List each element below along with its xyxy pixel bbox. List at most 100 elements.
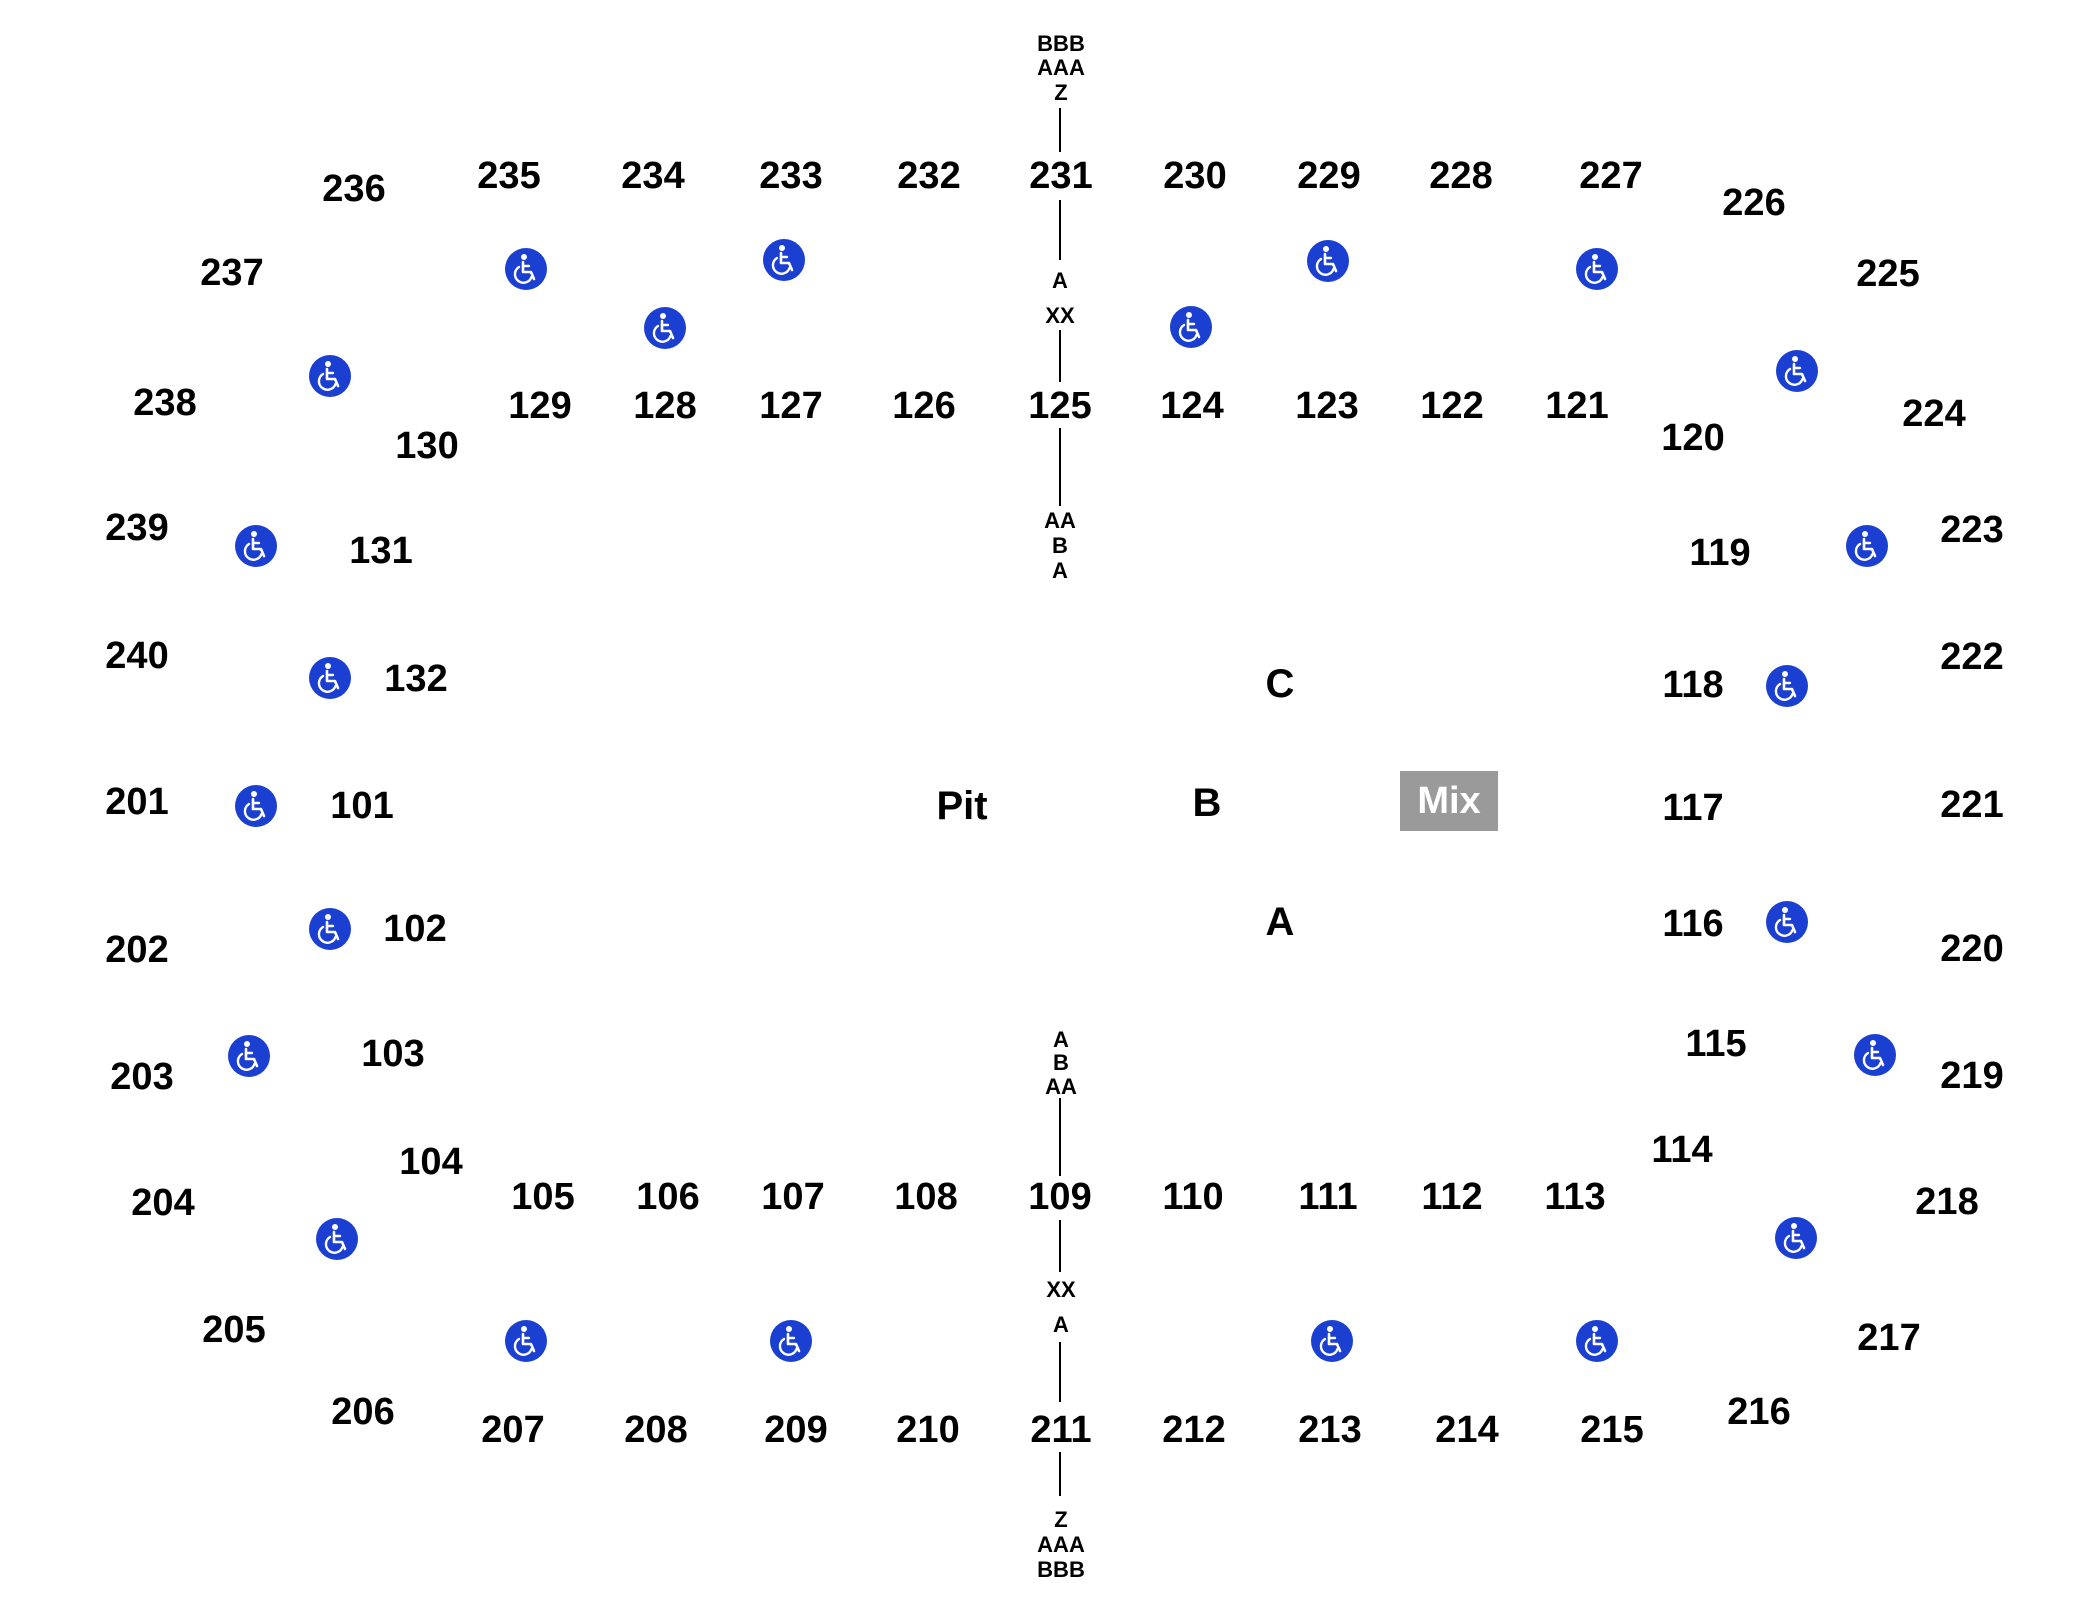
section-128[interactable]: 128 [633, 385, 697, 427]
wheelchair-icon [1774, 1216, 1818, 1260]
section-237[interactable]: 237 [200, 252, 264, 294]
section-122[interactable]: 122 [1420, 385, 1484, 427]
mix-position: Mix [1400, 771, 1498, 831]
floor-section-b[interactable]: B [1192, 781, 1222, 825]
section-112[interactable]: 112 [1421, 1176, 1483, 1218]
section-130[interactable]: 130 [395, 425, 459, 467]
row-marker: XX [1046, 1277, 1076, 1302]
section-115[interactable]: 115 [1685, 1023, 1747, 1065]
section-129[interactable]: 129 [508, 385, 572, 427]
section-222[interactable]: 222 [1940, 636, 2004, 678]
section-221[interactable]: 221 [1940, 784, 2004, 826]
section-231[interactable]: 231 [1029, 155, 1093, 197]
section-213[interactable]: 213 [1298, 1409, 1362, 1451]
section-240[interactable]: 240 [105, 635, 169, 677]
section-214[interactable]: 214 [1435, 1409, 1499, 1451]
aisle-line-bottom-upper-2 [1059, 1452, 1061, 1496]
section-225[interactable]: 225 [1856, 253, 1920, 295]
row-marker: A [1052, 558, 1068, 583]
section-234[interactable]: 234 [621, 155, 685, 197]
section-203[interactable]: 203 [110, 1056, 174, 1098]
section-229[interactable]: 229 [1297, 155, 1361, 197]
section-218[interactable]: 218 [1915, 1181, 1979, 1223]
section-103[interactable]: 103 [361, 1033, 425, 1075]
section-105[interactable]: 105 [511, 1176, 575, 1218]
section-233[interactable]: 233 [759, 155, 823, 197]
section-208[interactable]: 208 [624, 1409, 688, 1451]
section-125[interactable]: 125 [1028, 385, 1092, 427]
aisle-line-top-mid [1059, 330, 1061, 382]
wheelchair-icon [1575, 1319, 1619, 1363]
section-101[interactable]: 101 [330, 785, 394, 827]
wheelchair-icon [1306, 239, 1350, 283]
row-marker: AA [1045, 1074, 1077, 1099]
section-132[interactable]: 132 [384, 658, 448, 700]
section-206[interactable]: 206 [331, 1391, 395, 1433]
section-119[interactable]: 119 [1689, 532, 1751, 574]
wheelchair-icon [762, 238, 806, 282]
section-124[interactable]: 124 [1160, 385, 1224, 427]
wheelchair-icon [234, 784, 278, 828]
section-131[interactable]: 131 [349, 530, 413, 572]
section-217[interactable]: 217 [1857, 1317, 1921, 1359]
section-236[interactable]: 236 [322, 168, 386, 210]
section-114[interactable]: 114 [1651, 1129, 1713, 1171]
section-228[interactable]: 228 [1429, 155, 1493, 197]
section-220[interactable]: 220 [1940, 928, 2004, 970]
section-209[interactable]: 209 [764, 1409, 828, 1451]
section-102[interactable]: 102 [383, 908, 447, 950]
section-235[interactable]: 235 [477, 155, 541, 197]
section-123[interactable]: 123 [1295, 385, 1359, 427]
wheelchair-icon [769, 1319, 813, 1363]
section-108[interactable]: 108 [894, 1176, 958, 1218]
section-117[interactable]: 117 [1662, 787, 1724, 829]
section-109[interactable]: 109 [1028, 1176, 1092, 1218]
section-215[interactable]: 215 [1580, 1409, 1644, 1451]
section-238[interactable]: 238 [133, 382, 197, 424]
section-104[interactable]: 104 [399, 1141, 463, 1183]
section-211[interactable]: 211 [1030, 1409, 1092, 1451]
section-127[interactable]: 127 [759, 385, 823, 427]
section-111[interactable]: 111 [1298, 1176, 1358, 1218]
section-223[interactable]: 223 [1940, 509, 2004, 551]
section-121[interactable]: 121 [1545, 385, 1609, 427]
section-201[interactable]: 201 [105, 781, 169, 823]
aisle-line-top-lower [1059, 428, 1061, 506]
floor-section-pit[interactable]: Pit [936, 784, 988, 828]
section-205[interactable]: 205 [202, 1309, 266, 1351]
floor-section-a[interactable]: A [1265, 900, 1295, 944]
section-227[interactable]: 227 [1579, 155, 1643, 197]
row-marker: BBB [1037, 1557, 1085, 1582]
section-107[interactable]: 107 [761, 1176, 825, 1218]
wheelchair-icon [1853, 1033, 1897, 1077]
section-202[interactable]: 202 [105, 929, 169, 971]
section-126[interactable]: 126 [892, 385, 956, 427]
section-207[interactable]: 207 [481, 1409, 545, 1451]
section-204[interactable]: 204 [131, 1182, 195, 1224]
section-224[interactable]: 224 [1902, 393, 1966, 435]
row-marker: AAA [1037, 1532, 1085, 1557]
aisle-line-bottom-upper [1059, 1342, 1061, 1402]
section-219[interactable]: 219 [1940, 1055, 2004, 1097]
section-110[interactable]: 110 [1162, 1176, 1224, 1218]
row-marker: BBB [1037, 31, 1085, 56]
wheelchair-icon [308, 354, 352, 398]
section-230[interactable]: 230 [1163, 155, 1227, 197]
aisle-line-bottom-lower [1059, 1098, 1061, 1176]
section-212[interactable]: 212 [1162, 1409, 1226, 1451]
section-226[interactable]: 226 [1722, 182, 1786, 224]
section-116[interactable]: 116 [1662, 903, 1724, 945]
section-216[interactable]: 216 [1727, 1391, 1791, 1433]
section-118[interactable]: 118 [1662, 664, 1724, 706]
floor-section-c[interactable]: C [1265, 662, 1295, 706]
wheelchair-icon [308, 656, 352, 700]
section-239[interactable]: 239 [105, 507, 169, 549]
wheelchair-icon [1575, 247, 1619, 291]
section-210[interactable]: 210 [896, 1409, 960, 1451]
section-120[interactable]: 120 [1661, 417, 1725, 459]
section-232[interactable]: 232 [897, 155, 961, 197]
aisle-line-top-upper [1059, 108, 1061, 152]
section-106[interactable]: 106 [636, 1176, 700, 1218]
section-113[interactable]: 113 [1544, 1176, 1606, 1218]
